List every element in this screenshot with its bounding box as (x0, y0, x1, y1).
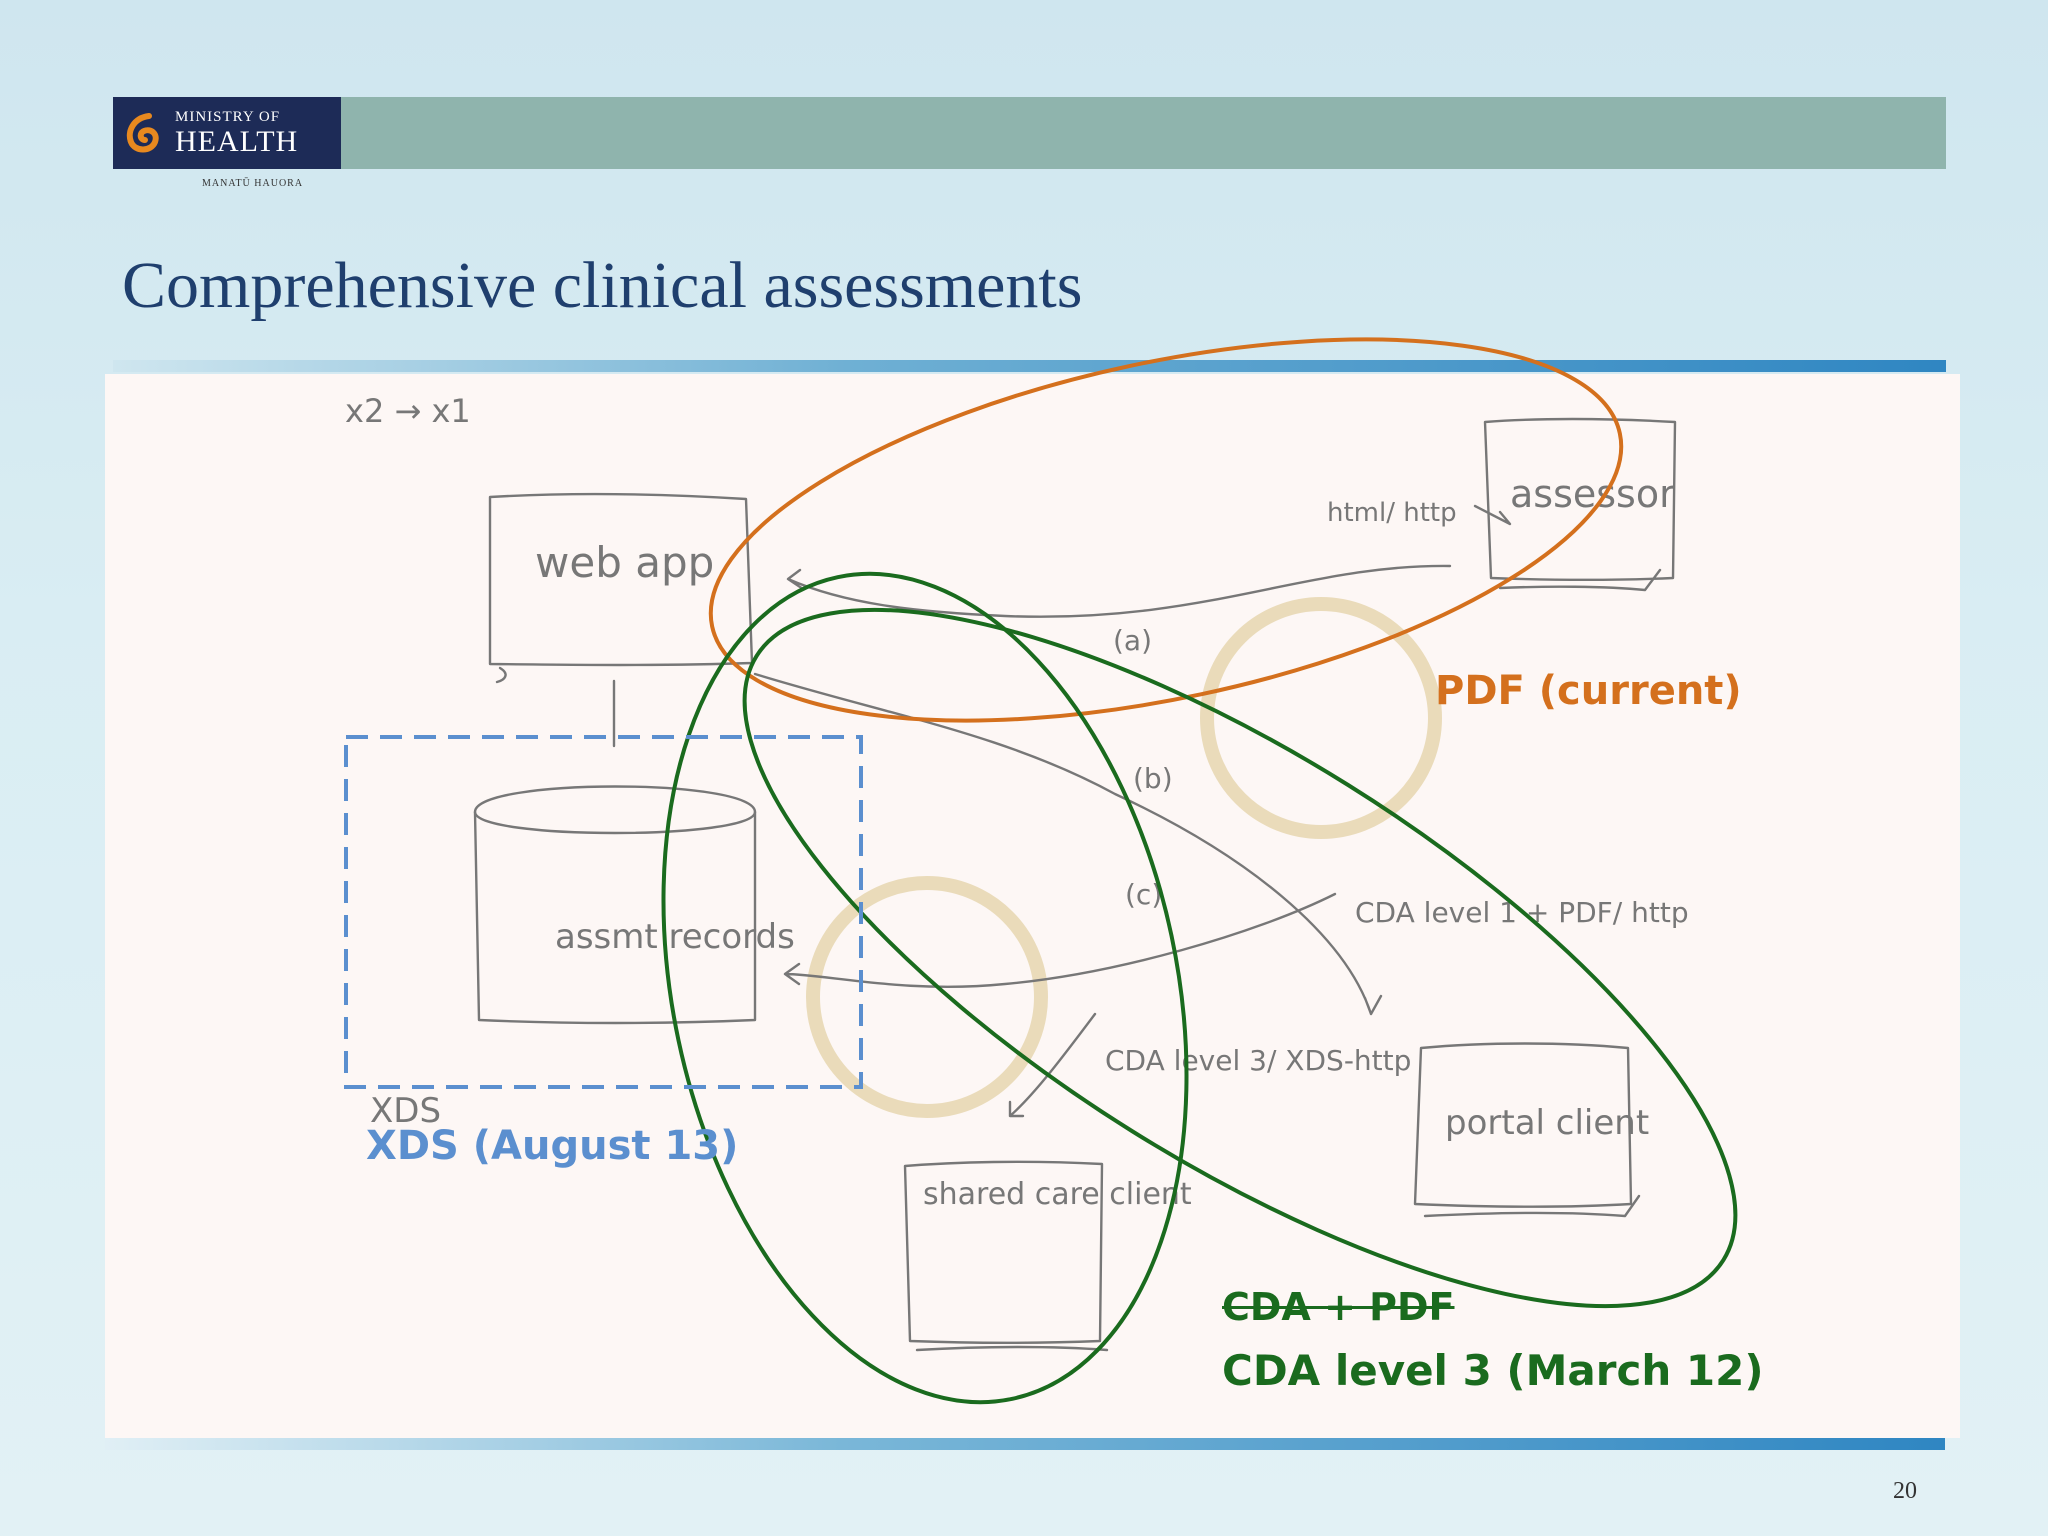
hand-drawn-sketch: x2 → x1 web app assessor assmt records s… (105, 374, 1960, 1438)
coffee-stain-ring (806, 876, 1048, 1118)
flow-a-label: (a) (1113, 624, 1152, 657)
bottom-rule (105, 1438, 1945, 1450)
header-bar (113, 97, 1946, 169)
portal-client-label: portal client (1445, 1103, 1649, 1143)
sketch-scale-note: x2 → x1 (345, 392, 471, 430)
html-http-label: html/ http (1327, 498, 1457, 528)
xds-handwritten-label: XDS (370, 1091, 441, 1131)
logo-subtitle: MANATŪ HAUORA (202, 178, 304, 189)
assmt-records-label: assmt records (555, 917, 795, 957)
logo-line1: MINISTRY OF (175, 108, 281, 125)
cda-level1-pdf-label: CDA level 1 + PDF/ http (1355, 896, 1689, 929)
web-app-box-shadow (495, 666, 507, 684)
html-arrow (1473, 504, 1512, 526)
top-rule (113, 360, 1946, 372)
coffee-stain-ring (1200, 597, 1442, 839)
ministry-logo: MINISTRY OF HEALTH (113, 97, 341, 169)
cda-level3-xds-label: CDA level 3/ XDS-http (1105, 1044, 1411, 1077)
shared-care-box-shadow (915, 1345, 1109, 1352)
koru-logo-icon (113, 97, 175, 169)
web-app-label: web app (535, 538, 714, 587)
shared-care-client-label: shared care client (923, 1177, 1192, 1212)
cda-pdf-struck-label: CDA + PDF (1222, 1285, 1455, 1329)
assessor-label: assessor (1510, 472, 1675, 516)
slide-title: Comprehensive clinical assessments (122, 249, 1083, 322)
page-number: 20 (1893, 1478, 1917, 1504)
xds-august-label: XDS (August 13) (366, 1123, 739, 1169)
cda-level3-march-label: CDA level 3 (March 12) (1222, 1346, 1764, 1395)
pdf-current-label: PDF (current) (1435, 668, 1742, 714)
logo-line2: HEALTH (175, 124, 299, 158)
flow-b-arrow (753, 672, 1383, 1016)
records-cylinder-top (473, 785, 757, 835)
flow-c-label: (c) (1125, 878, 1162, 911)
sketch-drawing: x2 → x1 web app assessor assmt records s… (345, 392, 1689, 1352)
flow-b-label: (b) (1133, 762, 1173, 795)
